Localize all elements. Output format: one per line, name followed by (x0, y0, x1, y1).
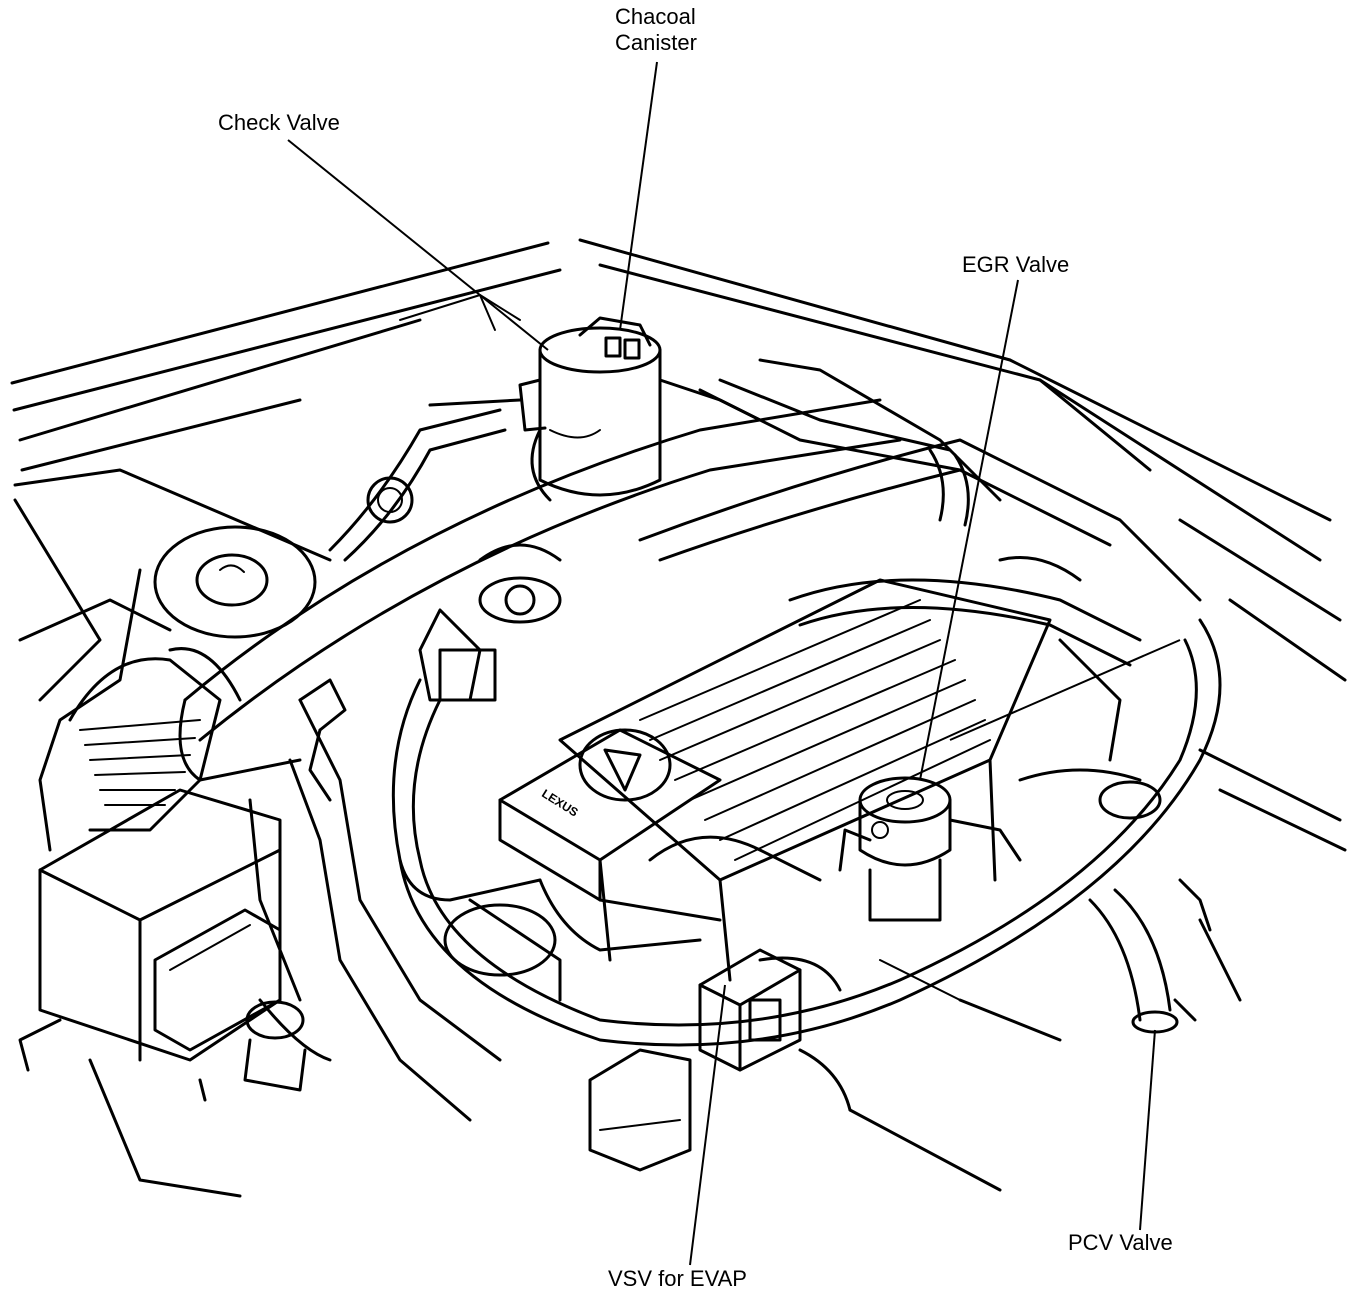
label-charcoal-canister-line2: Canister (615, 30, 697, 55)
egr-valve (838, 776, 1022, 922)
check-valve-assembly (328, 398, 552, 562)
charcoal-canister (518, 316, 762, 497)
leader-pcv (1139, 1029, 1156, 1231)
label-charcoal-canister-line1: Chacoal (615, 4, 696, 29)
leader-egr (919, 279, 1019, 781)
vsv-evap (698, 948, 852, 1112)
engine-block-front (443, 835, 822, 1002)
pcv-valve (1088, 878, 1212, 1034)
air-cleaner-box (18, 788, 282, 1198)
right-side-hoses (788, 556, 1162, 820)
upper-intake-pipe (178, 398, 902, 782)
intake-duct (68, 657, 222, 832)
label-vsv-for-evap: VSV for EVAP (608, 1266, 747, 1291)
throttle-body (298, 543, 562, 802)
wire-harness-loop (391, 618, 1222, 1047)
label-charcoal-canister: Chacoal Canister (615, 4, 697, 56)
lower-left-hoses (198, 698, 502, 1122)
leader-canister (619, 61, 658, 331)
harness-upper (638, 358, 1202, 602)
label-egr-valve: EGR Valve (962, 252, 1070, 277)
leader-vsv (689, 984, 726, 1266)
leader-lines (287, 61, 1181, 1266)
lower-connector (588, 1048, 692, 1172)
leader-check-valve (287, 139, 549, 351)
lower-right-chassis (848, 918, 1242, 1192)
label-pcv-valve: PCV Valve (1068, 1230, 1173, 1255)
left-fender (13, 468, 332, 852)
lexus-emblem-panel (498, 728, 722, 922)
engine-cover (558, 578, 1052, 982)
leader-egr-harness (949, 639, 1181, 741)
label-check-valve: Check Valve (218, 110, 340, 135)
